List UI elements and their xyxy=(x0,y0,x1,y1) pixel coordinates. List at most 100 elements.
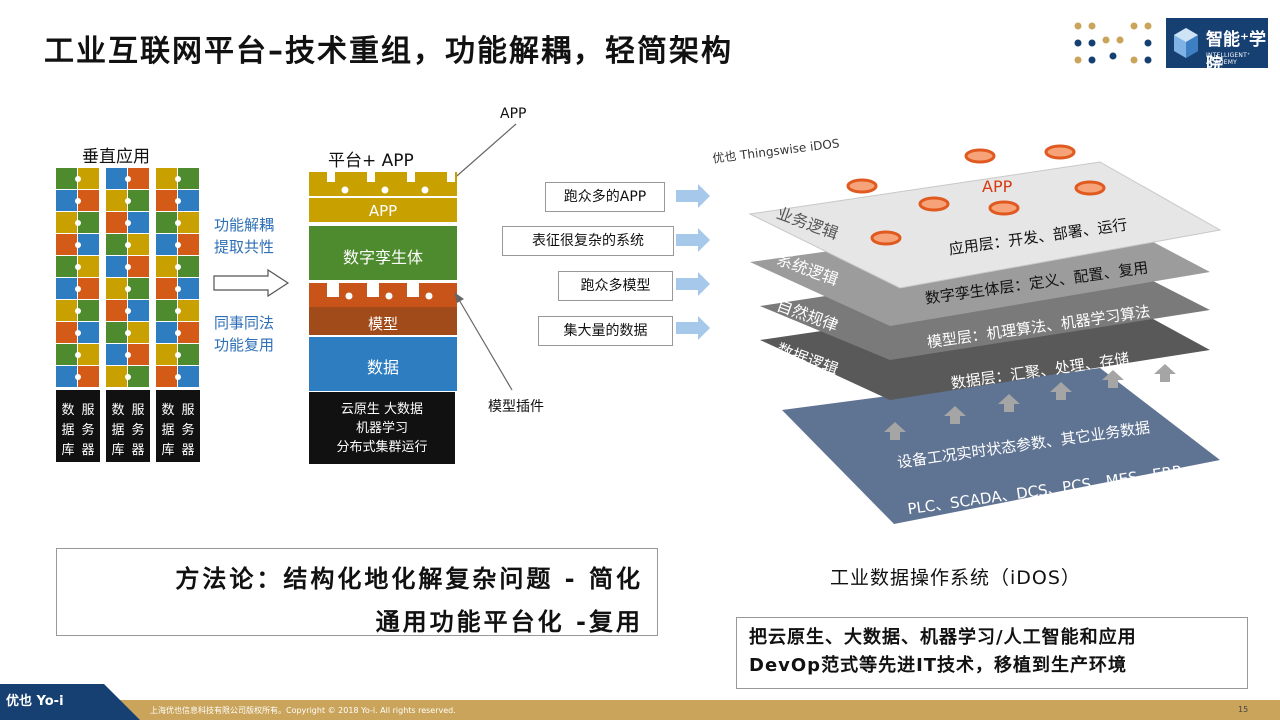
puzzle-piece xyxy=(106,212,127,233)
model-layer-block xyxy=(309,307,457,335)
puzzle-knob xyxy=(175,330,181,336)
server-box-char: 务 xyxy=(131,422,144,438)
server-box-char: 数 xyxy=(61,403,74,418)
puzzle-piece xyxy=(106,300,127,321)
puzzle-piece xyxy=(178,344,199,365)
summary-line-1: 把云原生、大数据、机器学习/人工智能和应用 xyxy=(749,627,1137,648)
infra-line: 机器学习 xyxy=(355,421,408,436)
puzzle-piece xyxy=(106,344,127,365)
puzzle-piece xyxy=(56,344,77,365)
puzzle-piece xyxy=(128,234,149,255)
puzzle-piece xyxy=(156,256,177,277)
infra-line: 分布式集群运行 xyxy=(336,440,428,455)
puzzle-knob xyxy=(75,352,81,358)
footer-brand: 优也 Yo-i xyxy=(6,694,64,709)
summary-box: 把云原生、大数据、机器学习/人工智能和应用 DevOp范式等先进IT技术，移植到… xyxy=(736,617,1248,689)
infra-line: 云原生 大数据 xyxy=(340,402,424,417)
puzzle-piece xyxy=(128,190,149,211)
puzzle-piece xyxy=(128,168,149,189)
puzzle-knob xyxy=(125,374,131,380)
puzzle-piece xyxy=(106,168,127,189)
brand-dots-logo xyxy=(1074,22,1152,64)
puzzle-piece xyxy=(106,366,127,387)
puzzle-piece xyxy=(56,212,77,233)
puzzle-piece xyxy=(56,278,77,299)
puzzle-piece xyxy=(178,256,199,277)
puzzle-piece xyxy=(128,366,149,387)
logo-en-text: INTELLIGENT⁺ ACADEMY xyxy=(1206,52,1251,66)
puzzle-knob xyxy=(75,374,81,380)
puzzle-piece xyxy=(56,322,77,343)
server-box xyxy=(156,390,200,462)
puzzle-knob xyxy=(75,330,81,336)
puzzle-knob xyxy=(75,308,81,314)
puzzle-piece xyxy=(178,300,199,321)
puzzle-knob xyxy=(75,286,81,292)
puzzle-piece xyxy=(78,300,99,321)
puzzle-piece xyxy=(156,344,177,365)
base-layer xyxy=(782,368,1220,524)
puzzle-piece xyxy=(178,190,199,211)
puzzle-piece xyxy=(156,300,177,321)
puzzle-knob xyxy=(75,220,81,226)
puzzle-piece xyxy=(106,322,127,343)
idos-layer-stack xyxy=(748,144,1222,524)
input-box-system: 表征很复杂的系统 xyxy=(502,226,674,256)
puzzle-knob xyxy=(175,374,181,380)
puzzle-piece xyxy=(128,256,149,277)
puzzle-piece xyxy=(78,234,99,255)
puzzle-piece xyxy=(156,190,177,211)
puzzle-knob xyxy=(125,286,131,292)
summary-line-2: DevOp范式等先进IT技术，移植到生产环境 xyxy=(749,655,1128,676)
server-box-char: 数 xyxy=(161,403,174,418)
puzzle-knob xyxy=(175,352,181,358)
puzzle-knob xyxy=(75,176,81,182)
input-box-data: 集大量的数据 xyxy=(538,316,673,346)
server-box-char: 务 xyxy=(181,422,194,438)
server-box xyxy=(106,390,150,462)
server-box-char: 服 xyxy=(131,403,144,418)
cube-icon xyxy=(1174,28,1198,58)
logo-cn-text: 智能⁺学院 xyxy=(1206,30,1266,75)
puzzle-knob xyxy=(175,308,181,314)
puzzle-piece xyxy=(78,168,99,189)
twin-layer-label: 数字孪生体 xyxy=(342,248,423,267)
footer-copyright: 上海优也信息科技有限公司版权所有。Copyright © 2018 Yo-i. … xyxy=(150,706,456,715)
puzzle-knob xyxy=(175,220,181,226)
puzzle-knob xyxy=(175,176,181,182)
data-layer-label: 数据 xyxy=(366,358,399,377)
puzzle-piece xyxy=(78,256,99,277)
platform-stack xyxy=(309,172,457,391)
methodology-line-2: 通用功能平台化 -复用 xyxy=(375,608,643,636)
puzzle-piece xyxy=(128,322,149,343)
puzzle-piece xyxy=(156,168,177,189)
server-box-char: 器 xyxy=(81,443,94,458)
puzzle-piece xyxy=(56,300,77,321)
puzzle-knob xyxy=(175,242,181,248)
app-layer-plane xyxy=(748,161,1222,289)
server-box-char: 库 xyxy=(61,442,74,458)
arrow-text-top-2: 提取共性 xyxy=(214,238,275,256)
platform-app-label: 平台+ APP xyxy=(328,151,414,171)
puzzle-knob xyxy=(175,286,181,292)
arrow-text-bottom-1: 同事同法 xyxy=(214,314,275,332)
server-box-char: 服 xyxy=(81,403,94,418)
footer-brand-tab xyxy=(0,684,140,720)
puzzle-piece xyxy=(156,366,177,387)
puzzle-piece xyxy=(78,366,99,387)
server-box-char: 器 xyxy=(131,443,144,458)
puzzle-piece xyxy=(78,278,99,299)
puzzle-knob xyxy=(75,198,81,204)
data-layer-block xyxy=(309,337,457,391)
puzzle-piece xyxy=(178,278,199,299)
app-callout: APP xyxy=(500,106,527,122)
vertical-app-label: 垂直应用 xyxy=(82,147,150,167)
server-box-char: 据 xyxy=(111,423,124,438)
server-box-char: 务 xyxy=(81,422,94,438)
arrow-text-top-1: 功能解耦 xyxy=(214,216,275,234)
server-box-char: 服 xyxy=(181,403,194,418)
server-box-char: 库 xyxy=(111,442,124,458)
server-box-char: 据 xyxy=(161,423,174,438)
input-arrows xyxy=(676,184,710,340)
server-box-char: 库 xyxy=(161,442,174,458)
